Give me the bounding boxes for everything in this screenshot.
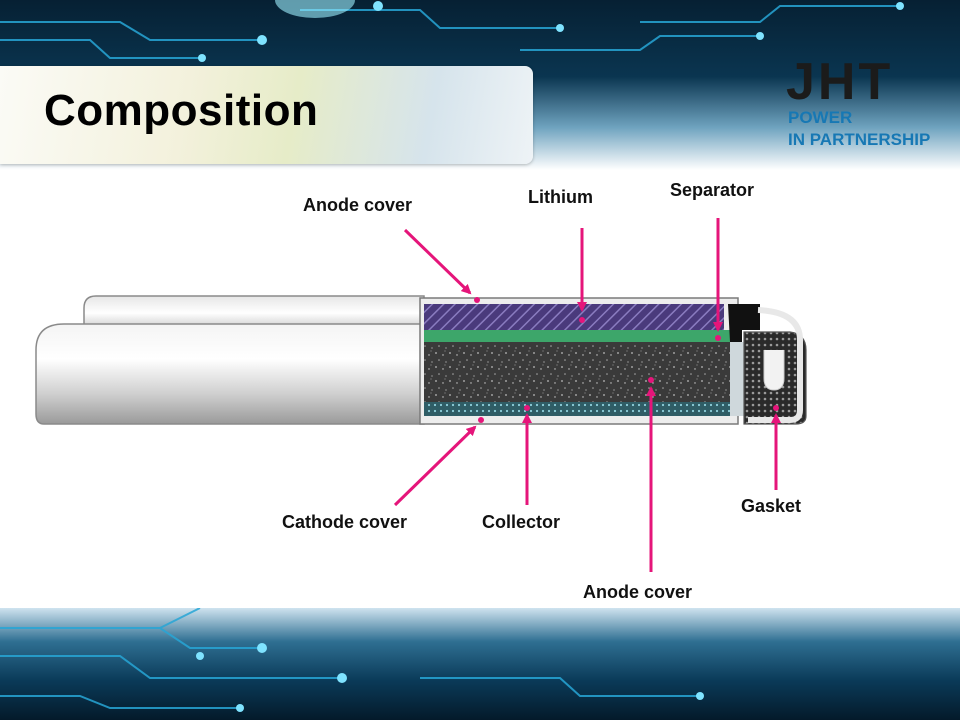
lithium-layer xyxy=(424,304,724,330)
dot-cathode-cover xyxy=(478,417,484,423)
logo-tagline-2: IN PARTNERSHIP xyxy=(788,130,931,149)
dot-gasket xyxy=(773,405,779,411)
slide-title: Composition xyxy=(44,86,319,135)
footer-background xyxy=(0,608,960,720)
circuit-pattern-bottom xyxy=(0,608,704,712)
dot-separator xyxy=(715,335,721,341)
dot-lithium xyxy=(579,317,585,323)
separator-layer xyxy=(424,330,742,342)
seal-black xyxy=(728,304,760,342)
gasket-inner-u xyxy=(763,350,785,391)
dot-anode-cover-top xyxy=(474,297,480,303)
label-lithium: Lithium xyxy=(528,187,593,207)
dot-anode-cover-bottom xyxy=(648,377,654,383)
label-gasket: Gasket xyxy=(741,496,802,516)
arrow-cathode-cover xyxy=(393,425,477,507)
label-cathode-cover: Cathode cover xyxy=(282,512,408,532)
company-logo: JHT POWER IN PARTNERSHIP xyxy=(782,56,942,156)
collector-layer xyxy=(424,402,730,416)
crimp-edge xyxy=(748,307,803,423)
logo-tagline-1: POWER xyxy=(788,108,853,127)
cathode-shell-body xyxy=(35,323,425,425)
label-anode-cover-bottom: Anode cover xyxy=(583,582,693,602)
title-panel xyxy=(0,66,533,164)
dot-collector xyxy=(524,405,530,411)
label-collector: Collector xyxy=(482,512,561,532)
label-anode-cover-top: Anode cover xyxy=(303,195,413,215)
circuit-pattern-top xyxy=(0,0,904,62)
label-separator: Separator xyxy=(670,180,755,200)
end-gap xyxy=(730,342,744,416)
logo-mark: JHT xyxy=(786,53,894,111)
cathode-mass xyxy=(424,342,730,402)
arrow-anode-cover-top xyxy=(403,228,472,295)
